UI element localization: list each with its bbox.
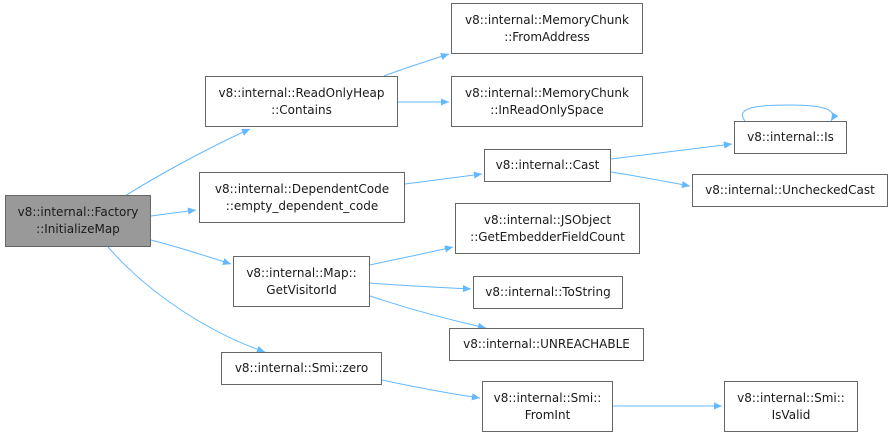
node-label-line: v8::internal::JSObject <box>483 212 612 227</box>
node-label-line: ::empty_dependent_code <box>225 198 379 213</box>
node-memorychunk-fromaddress[interactable]: v8::internal::MemoryChunk ::FromAddress <box>451 3 643 54</box>
node-label-line: ::FromAddress <box>504 29 590 44</box>
node-readonlyheap-contains[interactable]: v8::internal::ReadOnlyHeap ::Contains <box>205 76 398 127</box>
edge-factory_initialize_map-to-dependentcode_empty <box>150 207 197 217</box>
node-label-line: v8::internal::Smi:: <box>493 390 602 405</box>
node-factory-initialize-map: v8::internal::Factory ::InitializeMap <box>5 195 151 247</box>
node-cast[interactable]: v8::internal::Cast <box>484 149 611 182</box>
node-label-line: v8::internal::UNREACHABLE <box>463 337 630 352</box>
node-label-line: ::InitializeMap <box>36 222 120 236</box>
node-dependentcode-empty[interactable]: v8::internal::DependentCode ::empty_depe… <box>199 172 405 223</box>
node-uncheckedcast[interactable]: v8::internal::UncheckedCast <box>692 174 888 207</box>
node-is[interactable]: v8::internal::Is <box>734 121 847 154</box>
node-label-line: v8::internal::ReadOnlyHeap <box>218 85 385 100</box>
edge-cast-to-uncheckedcast <box>610 171 691 189</box>
node-jsobject-getembedderfieldcount[interactable]: v8::internal::JSObject ::GetEmbedderFiel… <box>455 203 640 254</box>
node-label-line: v8::internal::Smi::zero <box>234 361 369 376</box>
node-smi-fromint[interactable]: v8::internal::Smi:: FromInt <box>482 381 613 432</box>
edge-factory_initialize_map-to-map_getvisitorid <box>150 239 232 265</box>
edge-factory_initialize_map-to-readonlyheap_contains <box>124 128 251 197</box>
node-label-line: GetVisitorId <box>266 282 337 297</box>
node-map-getvisitorid[interactable]: v8::internal::Map:: GetVisitorId <box>233 256 370 307</box>
node-label-line: v8::internal::DependentCode <box>214 181 390 196</box>
node-label-line: v8::internal::Is <box>747 130 834 145</box>
node-smi-zero[interactable]: v8::internal::Smi::zero <box>221 352 382 385</box>
edge-map_getvisitorid-to-unreachable <box>369 295 487 330</box>
edge-cast-to-is <box>610 141 733 160</box>
node-label-line: FromInt <box>524 407 571 422</box>
node-label-line: IsValid <box>771 407 811 422</box>
node-label-line: ::GetEmbedderFieldCount <box>470 229 625 244</box>
node-label-line: ::Contains <box>271 102 332 117</box>
edge-dependentcode_empty-to-cast <box>404 171 483 185</box>
node-smi-isvalid[interactable]: v8::internal::Smi:: IsValid <box>724 381 858 432</box>
node-label-line: v8::internal::UncheckedCast <box>705 183 875 198</box>
node-label-line: v8::internal::MemoryChunk <box>465 12 629 27</box>
node-label-line: v8::internal::MemoryChunk <box>465 85 629 100</box>
node-tostring[interactable]: v8::internal::ToString <box>473 276 623 309</box>
node-label-line: ::InReadOnlySpace <box>490 102 604 117</box>
edge-readonlyheap_contains-to-memorychunk_fromaddress <box>383 53 450 77</box>
node-label-line: v8::internal::Factory <box>17 205 139 220</box>
node-unreachable[interactable]: v8::internal::UNREACHABLE <box>449 328 644 361</box>
node-label-line: v8::internal::Smi:: <box>737 390 845 405</box>
edge-factory_initialize_map-to-smi_zero <box>107 246 266 353</box>
node-label-line: v8::internal::ToString <box>485 285 611 300</box>
edge-smi_zero-to-smi_fromint <box>381 379 481 401</box>
edge-map_getvisitorid-to-tostring <box>369 282 472 293</box>
node-memorychunk-inreadonlyspace[interactable]: v8::internal::MemoryChunk ::InReadOnlySp… <box>451 76 643 127</box>
edge-is-to-is <box>742 104 839 122</box>
node-label-line: v8::internal::Map:: <box>246 265 357 280</box>
edge-map_getvisitorid-to-jsobject_getembedderfieldcount <box>369 245 454 266</box>
node-label-line: v8::internal::Cast <box>495 158 600 173</box>
